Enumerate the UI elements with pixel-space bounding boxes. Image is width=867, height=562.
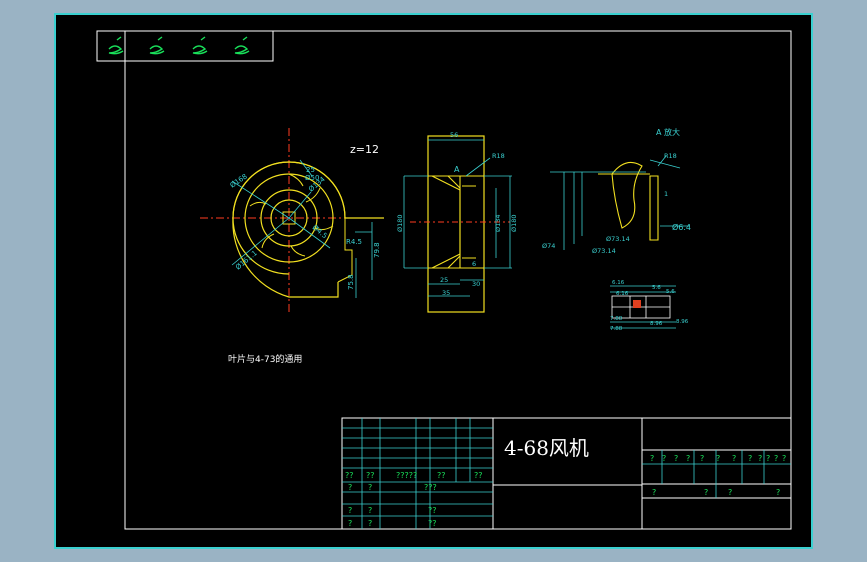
detail-view-label: A 放大 <box>656 127 680 137</box>
tb-cell: ?? <box>437 471 446 480</box>
dim-front-r45: R4.5 <box>346 238 362 246</box>
dim-small-56b: 5.6 <box>666 289 675 295</box>
dim-small-896b: 8.96 <box>676 319 689 325</box>
drawing-note: 叶片与4-73的通用 <box>228 353 302 365</box>
tb-cell: ? <box>348 519 352 528</box>
dim-front-798: 79.8 <box>373 242 381 258</box>
tb-cell: ? <box>774 454 778 463</box>
tb-cell: ? <box>700 454 704 463</box>
tb-cell: ? <box>652 488 656 497</box>
tb-cell: ? <box>732 454 736 463</box>
tb-cell: ? <box>776 488 780 497</box>
detail-view-a: A 放大 R18 Ø74 Ø73.14 Ø73.14 Ø6.4 1 <box>542 127 691 255</box>
tb-cell: ?? <box>345 471 354 480</box>
tb-cell: ? <box>368 483 372 492</box>
dim-side-180-left: Ø180 <box>396 214 404 232</box>
tb-cell: ?? <box>428 506 437 515</box>
dim-small-896a: 8.96 <box>650 321 663 327</box>
section-marker: A <box>454 165 460 174</box>
dim-front-758: 75.8 <box>347 274 355 290</box>
dim-small-788a: 7.88 <box>610 316 623 322</box>
tb-cell: ??? <box>424 483 437 492</box>
logo-mark-1 <box>108 45 124 55</box>
tb-cell: ?? <box>428 519 437 528</box>
dim-detail-r18: R18 <box>664 152 677 160</box>
dim-side-25: 25 <box>440 276 448 284</box>
dim-front-angle: 25 <box>306 166 315 174</box>
tb-cell: ? <box>728 488 732 497</box>
dim-detail-74: Ø74 <box>542 242 555 250</box>
tb-cell: ? <box>368 519 372 528</box>
dim-side-6: 6 <box>472 260 476 268</box>
front-view: Ø168 Ø134 Ø50 Ø4.5 Ø161.1 R4.5 79.8 75.8… <box>200 128 384 312</box>
dim-side-35: 35 <box>442 289 450 297</box>
tb-cell: ?? <box>474 471 483 480</box>
title-block-right-grid <box>642 450 791 498</box>
tb-cell: ? <box>704 488 708 497</box>
dim-small-788b: 7.88 <box>610 326 623 332</box>
tb-cell: ? <box>716 454 720 463</box>
dim-small-616a: 6.16 <box>612 280 625 286</box>
small-section-view: 6.16 5.6 5.6 6.16 7.88 8.96 7.88 8.96 <box>610 280 689 332</box>
tb-cell: ? <box>782 454 786 463</box>
tb-cell: ? <box>758 454 762 463</box>
logo-glyphs <box>108 36 250 55</box>
title-block <box>341 417 792 530</box>
title-block-left-grid <box>342 418 493 529</box>
tb-cell: ? <box>686 454 690 463</box>
tb-cell: ????? <box>396 471 417 480</box>
tb-cell: ? <box>348 506 352 515</box>
tooth-count-label: z=12 <box>350 143 379 156</box>
dim-detail-64: Ø6.4 <box>672 222 691 232</box>
dim-front-50: Ø50 <box>305 174 319 182</box>
logo-mark-4 <box>234 45 250 55</box>
logo-mark-2 <box>149 45 165 55</box>
tb-cell: ? <box>674 454 678 463</box>
tb-cell: ? <box>348 483 352 492</box>
dim-side-134: Ø134 <box>494 214 502 232</box>
tb-cell: ? <box>766 454 770 463</box>
dim-side-56: 56 <box>450 131 458 139</box>
dim-detail-1: 1 <box>664 190 668 198</box>
tb-cell: ? <box>368 506 372 515</box>
dim-detail-7314b: Ø73.14 <box>592 247 616 255</box>
dim-side-r18: R18 <box>492 152 505 160</box>
drawing-title: 4-68风机 <box>504 436 589 460</box>
tb-cell: ? <box>748 454 752 463</box>
side-view: 56 R18 Ø180 Ø134 Ø180 25 30 35 6 A <box>396 131 518 313</box>
dim-side-30: 30 <box>472 280 480 288</box>
dim-detail-7314a: Ø73.14 <box>606 235 630 243</box>
logo-box <box>96 30 274 62</box>
sheet-frame <box>54 13 813 549</box>
logo-mark-3 <box>192 45 208 55</box>
title-block-labels: ?? ?? ????? ?? ?? ? ? ??? ? ? ?? ? ? ?? … <box>345 454 786 528</box>
tb-cell: ? <box>662 454 666 463</box>
dim-small-616b: 6.16 <box>616 291 629 297</box>
tb-cell: ?? <box>366 471 375 480</box>
dim-side-180-right: Ø180 <box>510 214 518 232</box>
dim-small-56a: 5.6 <box>652 285 661 291</box>
tb-cell: ? <box>650 454 654 463</box>
